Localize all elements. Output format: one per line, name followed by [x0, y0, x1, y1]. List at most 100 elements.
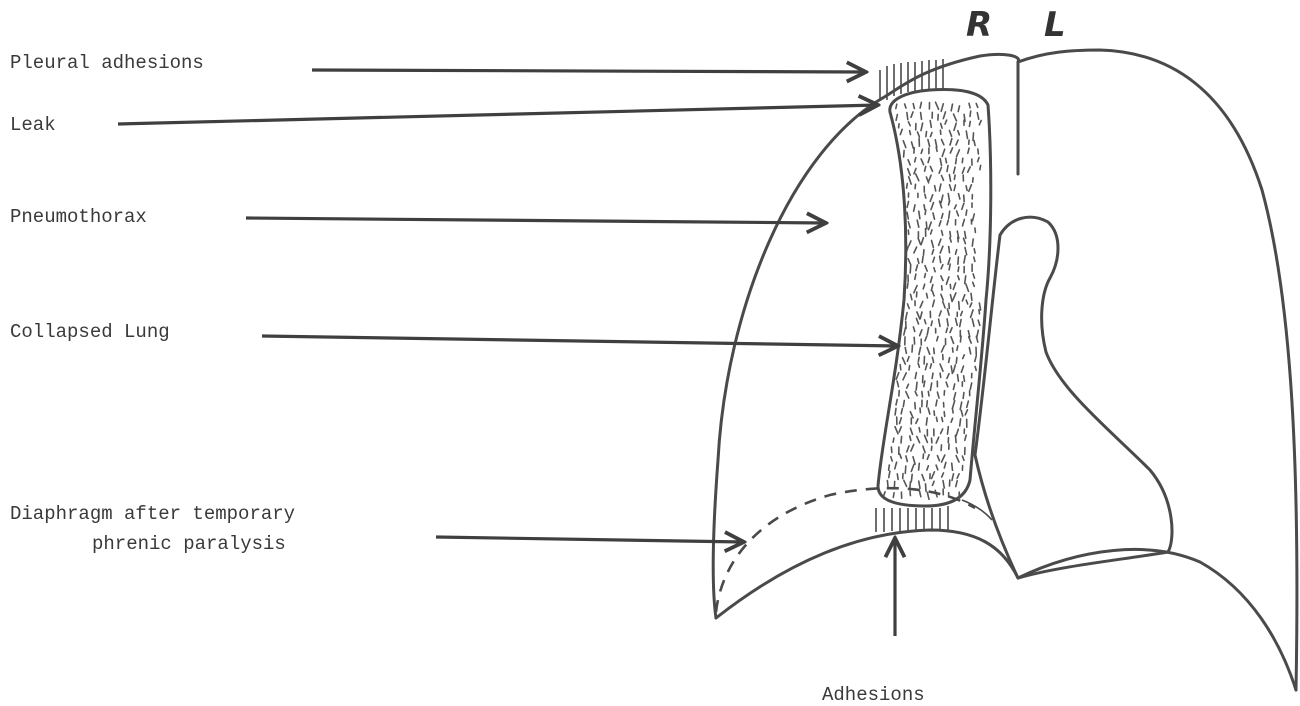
lung-texture-speck: [927, 401, 928, 407]
lung-texture-speck: [905, 466, 906, 473]
lung-texture-speck: [960, 419, 961, 426]
lung-texture-speck: [934, 411, 935, 415]
lung-texture-speck: [915, 158, 916, 162]
lung-texture-speck: [899, 427, 901, 432]
lung-texture-speck: [907, 283, 908, 288]
lung-texture-speck: [906, 313, 908, 320]
lung-texture-speck: [957, 346, 958, 350]
lung-texture-speck: [955, 435, 956, 442]
lung-texture-speck: [966, 284, 969, 291]
lung-texture-speck: [958, 131, 960, 135]
lung-texture-speck: [952, 474, 954, 481]
lung-texture-speck: [904, 480, 907, 486]
lung-texture-speck: [914, 169, 916, 174]
lung-texture-speck: [900, 454, 902, 458]
lung-texture-speck: [956, 448, 957, 453]
lung-texture-speck: [922, 475, 924, 481]
lung-texture-speck: [925, 194, 926, 198]
lung-texture-speck: [936, 400, 937, 406]
lung-texture-speck: [950, 148, 952, 153]
lung-texture-speck: [958, 237, 959, 242]
lung-texture-speck: [951, 366, 952, 374]
lung-texture-speck: [903, 141, 906, 148]
lung-texture-speck: [900, 129, 902, 134]
lung-texture-speck: [974, 141, 975, 146]
lung-texture-speck: [959, 302, 960, 310]
lung-texture-speck: [908, 169, 911, 176]
lung-texture-speck: [934, 268, 935, 272]
lung-texture-speck: [925, 166, 926, 171]
lung-texture-speck: [947, 166, 948, 172]
lung-texture-speck: [936, 102, 939, 109]
lung-texture-speck: [918, 363, 919, 367]
lung-texture-speck: [915, 392, 917, 396]
lung-texture-speck: [937, 337, 938, 341]
lung-texture-speck: [977, 113, 978, 120]
lung-texture-speck: [932, 472, 935, 479]
left-chest-wall: [1018, 50, 1297, 690]
lung-texture-speck: [912, 345, 913, 352]
lung-texture-speck: [925, 274, 926, 278]
lung-texture-speck: [928, 408, 930, 414]
lung-texture-speck: [896, 400, 897, 405]
lung-texture-speck: [942, 176, 944, 181]
lung-texture-speck: [917, 312, 920, 319]
lung-texture-speck: [964, 238, 966, 243]
lung-texture-speck: [954, 185, 955, 191]
lung-texture-speck: [907, 184, 908, 189]
lung-texture-speck: [956, 250, 957, 255]
lung-texture-speck: [970, 111, 971, 116]
lung-texture-speck: [948, 194, 949, 202]
lung-texture-speck: [950, 185, 952, 191]
lung-texture-speck: [955, 205, 957, 209]
lung-texture-speck: [895, 427, 898, 434]
lung-texture-speck: [971, 293, 972, 300]
lung-texture-speck: [920, 330, 922, 336]
lung-texture-speck: [910, 436, 911, 440]
lung-texture-speck: [928, 391, 929, 396]
lung-texture-speck: [950, 232, 951, 237]
lung-texture-speck: [951, 418, 953, 422]
lung-texture-speck: [943, 302, 945, 308]
lung-texture-speck: [918, 259, 919, 264]
lung-texture-speck: [930, 364, 931, 368]
lung-texture-speck: [920, 301, 923, 307]
lung-texture-speck: [941, 429, 943, 434]
lung-texture-speck: [901, 436, 902, 443]
lung-texture-speck: [947, 309, 949, 315]
lung-texture-speck: [958, 257, 959, 264]
lung-texture-speck: [949, 264, 950, 270]
lung-texture-speck: [916, 174, 919, 181]
lung-texture-speck: [927, 293, 928, 298]
lung-texture-speck: [921, 149, 922, 153]
collapsed-lung: [878, 90, 991, 506]
lung-texture-speck: [924, 205, 925, 210]
lung-texture-speck: [949, 175, 950, 182]
lung-texture-speck: [975, 228, 976, 232]
lung-texture-speck: [907, 446, 909, 452]
lung-texture-speck: [972, 319, 974, 327]
lung-texture-speck: [949, 358, 950, 363]
lung-texture-speck: [957, 474, 959, 479]
lung-texture-speck: [939, 221, 941, 226]
lung-texture-speck: [925, 210, 926, 214]
lung-texture-speck: [974, 257, 975, 261]
label-diaphragm-line1: Diaphragm after temporary: [10, 503, 295, 525]
lung-texture-speck: [925, 320, 926, 324]
lung-texture-speck: [909, 177, 912, 184]
lung-texture-speck: [960, 320, 961, 327]
lung-texture-speck: [922, 256, 923, 262]
lung-texture-speck: [925, 266, 927, 272]
lung-texture-speck: [932, 250, 934, 255]
lung-texture-speck: [963, 393, 964, 399]
lung-texture-speck: [947, 319, 948, 326]
lung-texture-speck: [973, 214, 975, 221]
lung-texture-speck: [971, 310, 973, 317]
lung-texture-speck: [916, 382, 917, 390]
lung-texture-speck: [909, 366, 910, 370]
lung-texture-speck: [931, 203, 934, 210]
lung-texture-speck: [964, 195, 965, 201]
lung-texture-speck: [931, 230, 932, 234]
lung-texture-speck: [926, 484, 927, 492]
lung-texture-speck: [903, 401, 904, 407]
